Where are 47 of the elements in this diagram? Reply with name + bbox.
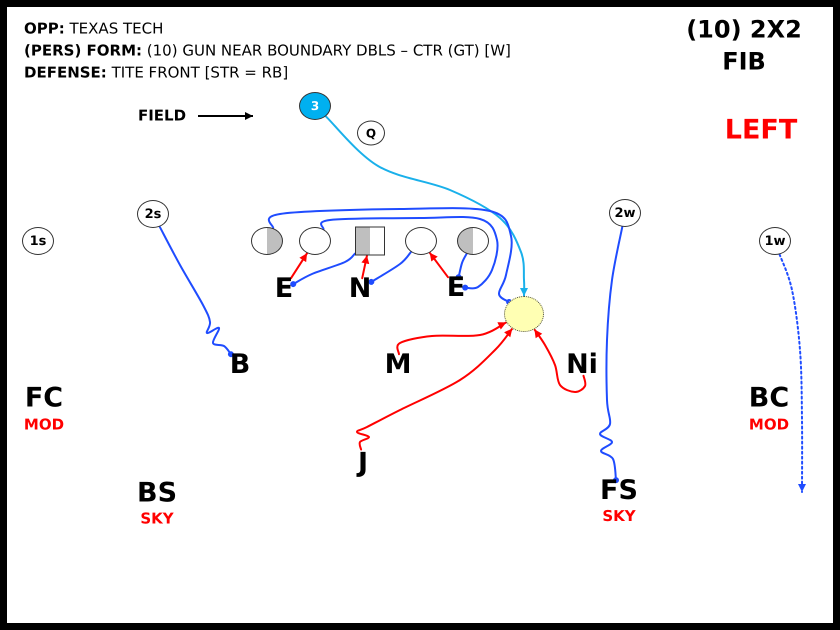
route-arrow bbox=[778, 253, 806, 493]
header-text: (PERS) FORM: (10) GUN NEAR BOUNDARY DBLS – CTR (GT) [W] bbox=[24, 42, 511, 60]
lineman-circle bbox=[457, 227, 489, 255]
rush-arrow bbox=[361, 254, 370, 280]
header-text: OPP: TEXAS TECH bbox=[24, 20, 164, 38]
player-label: BS bbox=[136, 477, 178, 509]
block-line bbox=[268, 207, 513, 305]
player-label: M bbox=[384, 354, 412, 376]
player-label: J bbox=[358, 450, 368, 476]
rush-arrow bbox=[290, 252, 308, 280]
player-circle: Q bbox=[357, 120, 385, 146]
rush-arrow bbox=[428, 252, 449, 278]
player-label: FC bbox=[24, 382, 64, 414]
player-circle: 1s bbox=[22, 227, 54, 255]
block-line bbox=[368, 250, 412, 285]
player-circle: 1w bbox=[759, 227, 791, 255]
header-text: DEFENSE: TITE FRONT [STR = RB] bbox=[24, 64, 288, 82]
lineman-circle bbox=[299, 227, 331, 255]
block-line bbox=[599, 226, 624, 484]
player-circle: 2w bbox=[609, 199, 641, 227]
field-label: FIELD bbox=[138, 107, 186, 125]
player-circle: 2s bbox=[137, 200, 169, 228]
block-line bbox=[158, 226, 234, 358]
coverage-label: SKY bbox=[140, 510, 174, 528]
rush-arrow bbox=[533, 328, 586, 393]
coverage-label: MOD bbox=[748, 416, 790, 434]
player-label: E bbox=[274, 278, 294, 300]
block-line bbox=[320, 216, 499, 291]
aiming-point-circle bbox=[504, 296, 544, 332]
player-label: E bbox=[446, 277, 466, 299]
play-name-heading: (10) 2X2 FIB bbox=[685, 14, 803, 78]
play-call-label: LEFT bbox=[724, 114, 798, 146]
coverage-label: MOD bbox=[24, 416, 64, 434]
player-label: Ni bbox=[566, 354, 598, 376]
player-label: B bbox=[230, 354, 250, 376]
rush-arrow bbox=[396, 321, 508, 356]
block-line bbox=[290, 252, 356, 288]
lineman-circle bbox=[405, 227, 437, 255]
center-square bbox=[355, 226, 385, 256]
highlighted-player-circle: 3 bbox=[299, 92, 331, 120]
rush-arrow bbox=[356, 328, 514, 450]
run-path-arrow bbox=[324, 115, 528, 297]
lineman-circle bbox=[251, 227, 283, 255]
player-label: N bbox=[348, 278, 372, 300]
player-label: BC bbox=[748, 382, 790, 414]
player-label: FS bbox=[600, 480, 638, 502]
coverage-label: SKY bbox=[602, 510, 636, 522]
